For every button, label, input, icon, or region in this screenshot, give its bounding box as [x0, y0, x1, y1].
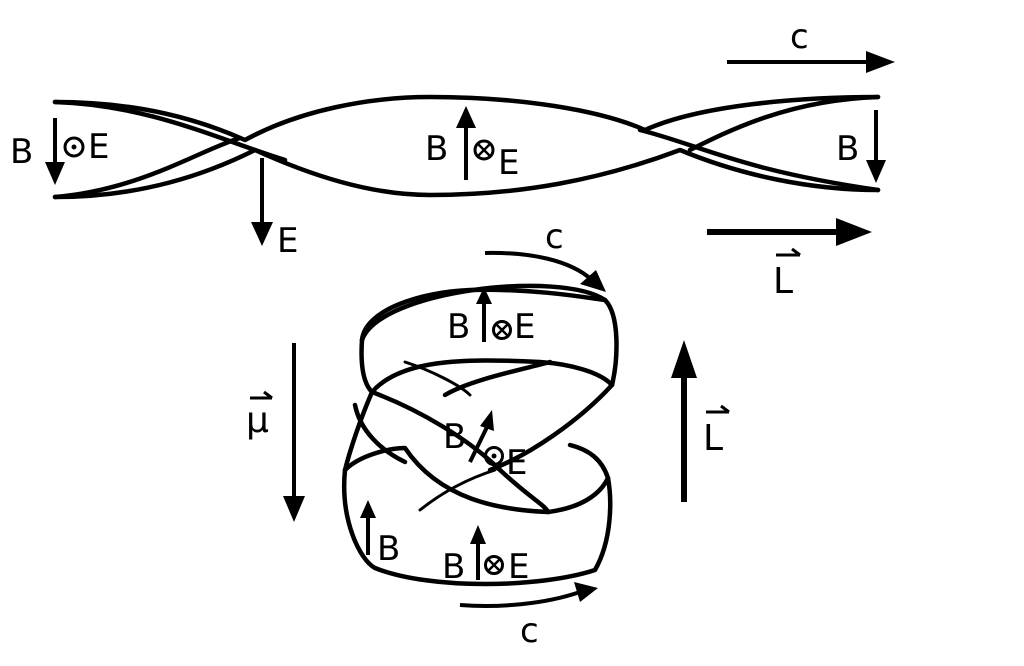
ring-side-field-group: B: [360, 500, 400, 569]
ribbon-twist-left: [52, 99, 288, 163]
ribbon-edge-upper: [52, 94, 881, 143]
ring-bottom-c-arrowhead: [574, 582, 598, 602]
ring-middle-b-arrow: [468, 424, 490, 463]
ribbon-angular-momentum-group: L: [707, 218, 872, 302]
crossing-e-label: E: [277, 221, 298, 261]
right-b-arrowhead: [866, 160, 886, 183]
ribbon-velocity-group: c: [727, 17, 895, 73]
ribbon-twist-right: [637, 127, 881, 193]
right-field-group: B: [836, 110, 886, 183]
ribbon-twist-right-b: [687, 94, 881, 153]
ring-top-e-label: E: [514, 307, 535, 347]
ring-top-c-label: c: [545, 217, 564, 257]
ring-top-front-upper: [359, 287, 608, 343]
center-b-label: B: [425, 129, 448, 169]
ring-bottom-top-edge: [342, 445, 611, 515]
crossing-e-group: E: [251, 158, 298, 261]
twisted-ribbon: [52, 94, 881, 200]
center-b-arrowhead: [456, 106, 476, 128]
left-e-label: E: [88, 127, 109, 167]
ring-middle-out-of-page-icon: [484, 446, 504, 466]
ring-top-cross-b: [495, 323, 509, 337]
ring-twist-inner-a: [403, 360, 472, 397]
ring-l-label: L: [703, 418, 723, 459]
ring-middle-e-label: E: [506, 443, 527, 483]
left-out-of-page-icon: [63, 136, 85, 158]
ring-top-field-group: B E: [447, 287, 535, 347]
ring-top-front-lower: [359, 337, 615, 395]
ring-side-b-arrowhead: [360, 500, 376, 518]
right-b-label: B: [836, 129, 859, 169]
ring-bottom-cross-b: [487, 558, 501, 572]
ring-bottom-e-label: E: [508, 547, 529, 587]
ring-middle-out-of-page-dot: [491, 453, 497, 459]
ring-magnetic-moment-group: μ: [246, 343, 305, 522]
ring-angular-momentum-group: L: [671, 340, 730, 502]
twisted-ring: [341, 283, 619, 587]
ring-mu-arrowhead: [283, 496, 305, 522]
left-b-arrowhead: [45, 162, 65, 185]
ribbon-velocity-arrowhead: [866, 51, 895, 73]
ring-bottom-field-group: B E: [442, 525, 529, 587]
ribbon-l-label: L: [773, 261, 793, 302]
ring-bottom-velocity-group: c: [459, 582, 598, 651]
ring-top-back-edge: [359, 283, 619, 388]
center-into-page-icon: [473, 139, 495, 161]
center-field-group: B E: [425, 106, 519, 183]
ring-middle-b-label: B: [443, 417, 466, 457]
ring-middle-b-arrowhead: [480, 410, 494, 431]
ribbon-velocity-label: c: [790, 17, 809, 57]
ring-top-b-arrowhead: [476, 287, 492, 304]
ring-bottom-b-arrowhead: [470, 525, 486, 544]
ribbon-twist-left-b: [52, 135, 243, 200]
ring-mu-vector-tip: [263, 390, 273, 400]
ring-twist-inner-b: [418, 468, 497, 512]
ring-bottom-left-tie: [342, 389, 375, 473]
ring-bottom-outer: [341, 467, 613, 587]
ring-l-arrowhead: [671, 340, 697, 378]
center-e-label: E: [498, 143, 519, 183]
ring-bottom-b-label: B: [442, 547, 465, 587]
left-b-label: B: [10, 132, 33, 172]
ribbon-edge-lower: [52, 147, 881, 200]
ring-side-b-label: B: [377, 529, 400, 569]
ring-bottom-c-label: c: [520, 611, 539, 651]
ribbon-l-arrowhead: [836, 218, 872, 246]
ring-middle-field-group: B E: [443, 410, 527, 483]
ring-top-into-page-icon: [492, 320, 512, 340]
ring-top-c-arrow: [484, 250, 594, 282]
ribbon-l-vector-tip: [791, 247, 801, 257]
ring-bottom-into-page-icon: [484, 555, 504, 575]
ring-l-vector-tip: [720, 404, 730, 414]
ring-top-c-arrowhead: [580, 270, 606, 292]
left-out-of-page-dot: [71, 144, 77, 150]
ring-twist-strand-d: [442, 359, 553, 398]
ring-bottom-right-tie: [567, 442, 611, 481]
ring-top-b-label: B: [447, 307, 470, 347]
ring-twist-strand-b: [487, 382, 615, 473]
crossing-e-arrowhead: [251, 222, 273, 246]
ring-mu-label: μ: [246, 400, 269, 441]
center-into-page-cross-b: [477, 143, 491, 157]
ring-bottom-c-arrow: [459, 590, 581, 608]
ring-top-velocity-group: c: [484, 217, 606, 292]
left-field-group: B E: [10, 118, 109, 185]
ring-twist-strand-c: [352, 402, 408, 465]
